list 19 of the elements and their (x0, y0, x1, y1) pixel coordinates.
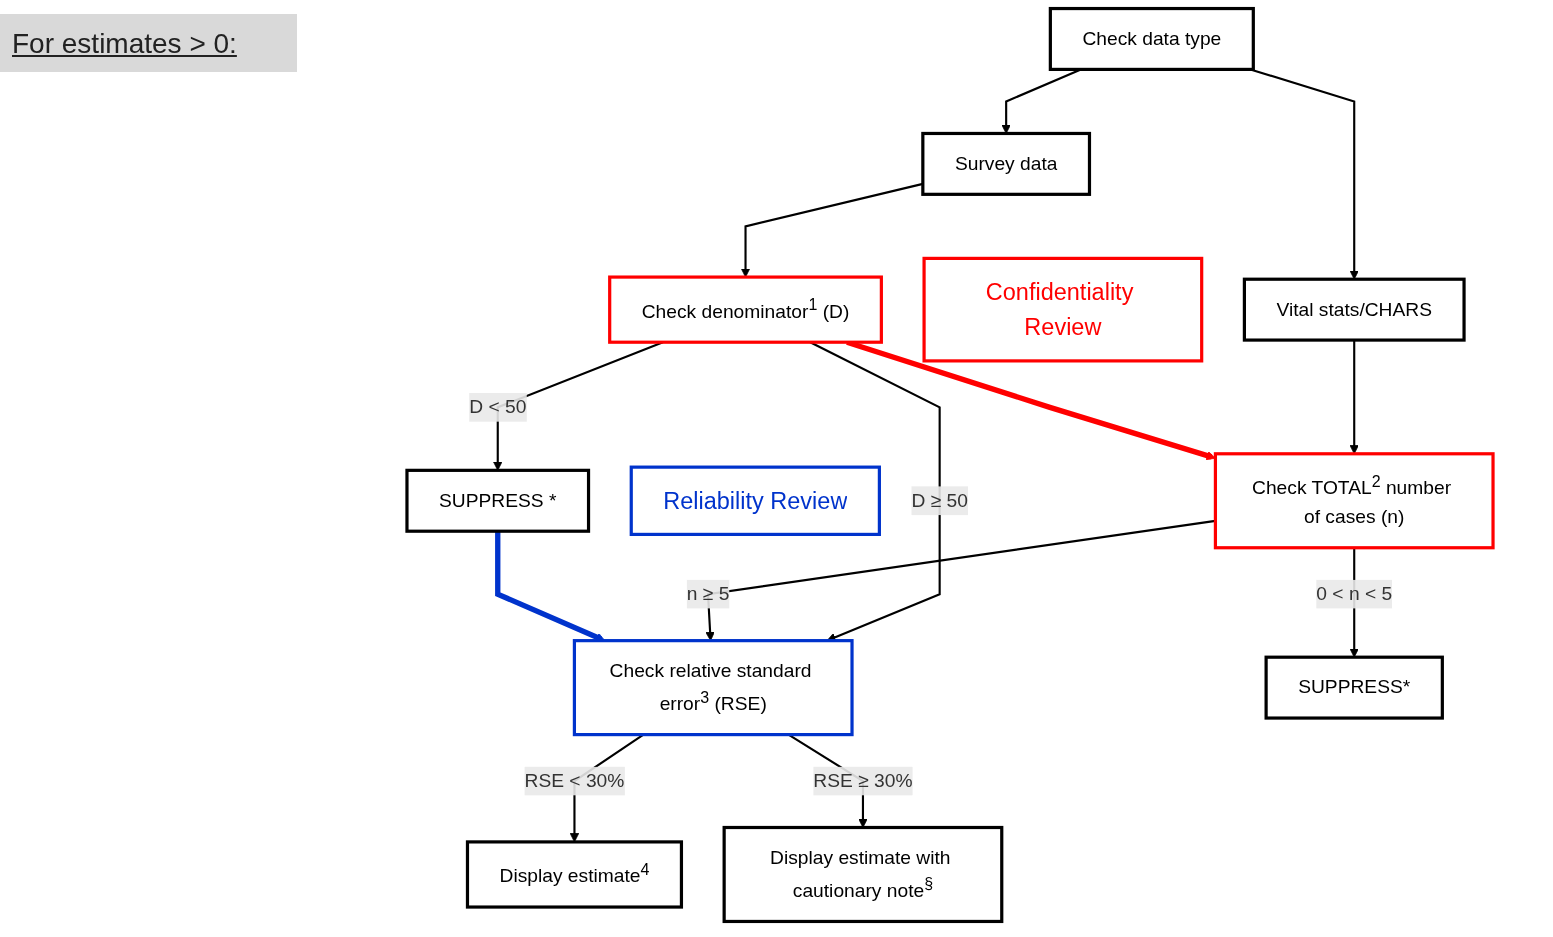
node-box: Reliability Review (629, 465, 881, 536)
node-box: Display estimate$^{4}$ (465, 840, 684, 909)
node-box: Confidentiality Review (922, 256, 1204, 363)
edge-label: n ≥ 5 (686, 582, 730, 605)
node-box: Check data type (1048, 6, 1255, 71)
node-box: Vital stats/CHARS (1242, 277, 1466, 342)
edge-label: 0 < n < 5 (1316, 582, 1393, 605)
node-box: SUPPRESS * (405, 468, 591, 533)
node-box: SUPPRESS* (1264, 655, 1444, 720)
node-box: Survey data (921, 131, 1092, 196)
node-box: Check denominator$^{1}$ (D) (608, 275, 883, 344)
node-box: Display estimate with cautionary note$^{§}$ (722, 825, 1004, 924)
node-box: Check TOTAL$^{2}$ number of cases (n) (1213, 452, 1495, 550)
heading: For estimates > 0: (0, 14, 297, 72)
edge-label: D < 50 (469, 396, 527, 418)
edge-label: RSE ≥ 30% (813, 769, 913, 792)
edge-label: D ≥ 50 (911, 489, 968, 511)
edge-label: RSE < 30% (524, 769, 625, 792)
node-box: Check relative standard error$^{3}$ (RSE) (572, 639, 854, 737)
